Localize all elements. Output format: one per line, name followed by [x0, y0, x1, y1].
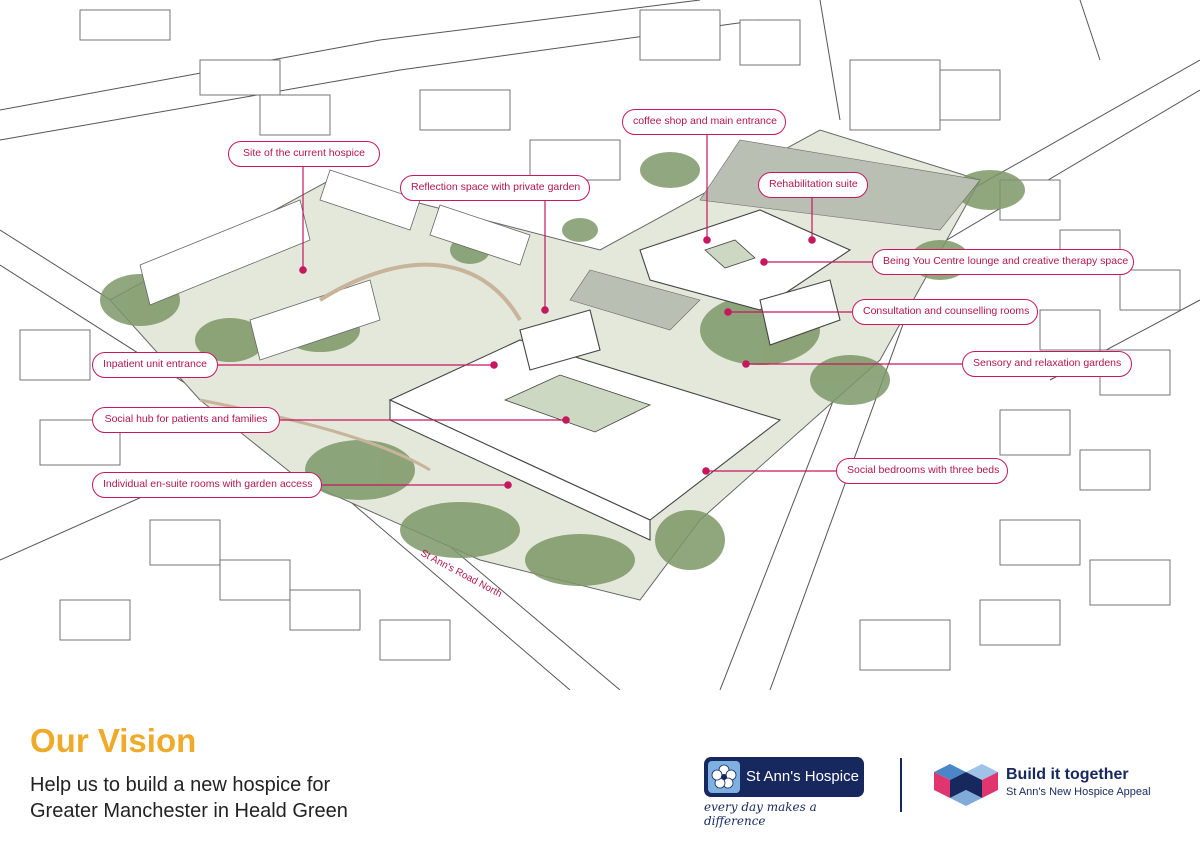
- hospice-name: St Ann's Hospice: [746, 768, 859, 785]
- site-plan-drawing: St Ann's Road North: [0, 0, 1200, 690]
- callout-social-bedrooms: Social bedrooms with three beds: [836, 458, 1008, 484]
- appeal-subtitle: St Ann's New Hospice Appeal: [1006, 786, 1151, 798]
- flower-icon: [708, 761, 740, 793]
- callout-ensuite-rooms: Individual en-suite rooms with garden ac…: [92, 472, 322, 498]
- cubes-icon: [934, 764, 998, 806]
- page-subtitle: Help us to build a new hospice for Great…: [30, 772, 450, 824]
- footer: [0, 690, 1200, 857]
- hospice-tagline: every day makes a difference: [704, 800, 817, 828]
- page-title: Our Vision: [30, 722, 197, 759]
- site-plan-illustration: St Ann's Road North Site of the current …: [0, 0, 1200, 690]
- appeal-title: Build it together: [1006, 766, 1129, 783]
- logo-divider: [900, 758, 902, 812]
- st-anns-hospice-logo: St Ann's Hospice: [704, 757, 864, 797]
- callout-rehabilitation-suite: Rehabilitation suite: [758, 172, 868, 198]
- callout-coffee-shop: coffee shop and main entrance: [622, 109, 786, 135]
- callout-inpatient-entrance: Inpatient unit entrance: [92, 352, 218, 378]
- callout-social-hub: Social hub for patients and families: [92, 407, 280, 433]
- callout-site-current-hospice: Site of the current hospice: [228, 141, 380, 167]
- subtitle-line-1: Help us to build a new hospice for: [30, 774, 331, 796]
- callout-consultation-rooms: Consultation and counselling rooms: [852, 299, 1038, 325]
- callout-being-you-centre: Being You Centre lounge and creative the…: [872, 249, 1134, 275]
- subtitle-line-2: Greater Manchester in Heald Green: [30, 800, 348, 822]
- callout-sensory-gardens: Sensory and relaxation gardens: [962, 351, 1132, 377]
- callout-reflection-space: Reflection space with private garden: [400, 175, 590, 201]
